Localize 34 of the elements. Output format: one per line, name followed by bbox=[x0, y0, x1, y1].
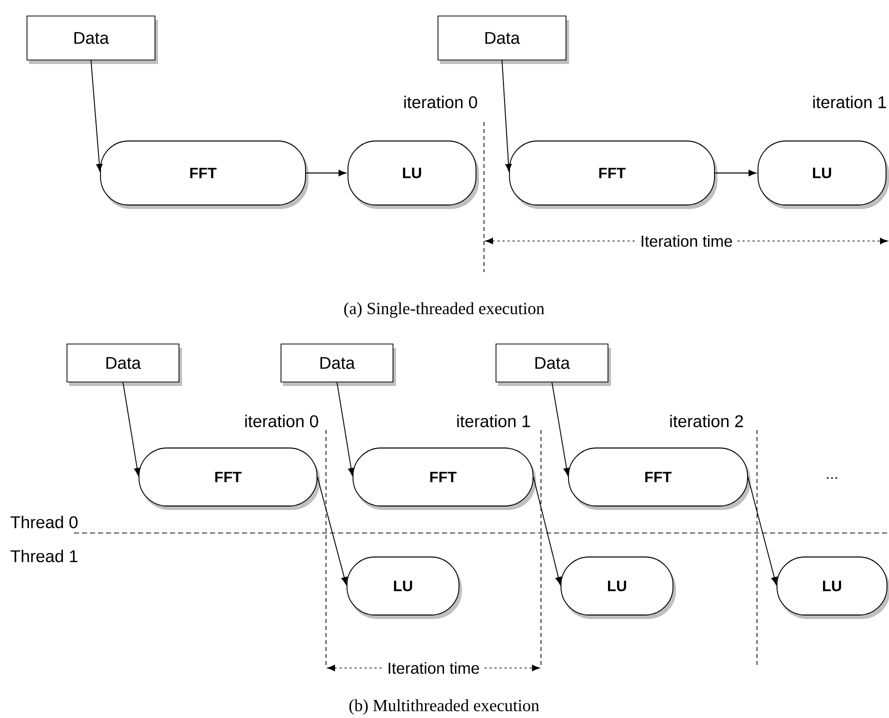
data-box: Data bbox=[66, 344, 182, 386]
dimension-label: Iteration time bbox=[384, 659, 483, 677]
data-box: Data bbox=[26, 16, 158, 64]
process-box: FFT bbox=[568, 448, 750, 510]
process-box: LU bbox=[346, 556, 462, 619]
arrow bbox=[306, 170, 346, 176]
arrow bbox=[533, 476, 562, 585]
data-box: Data bbox=[496, 344, 611, 386]
arrow bbox=[714, 170, 756, 176]
process-box: LU bbox=[758, 140, 889, 209]
caption: (a) Single-threaded execution bbox=[344, 302, 544, 318]
data-box: Data bbox=[280, 344, 396, 386]
arrow bbox=[336, 382, 354, 476]
ellipsis: ... bbox=[827, 477, 837, 479]
arrow bbox=[122, 382, 140, 476]
arrow bbox=[317, 476, 348, 585]
process-box: LU bbox=[348, 140, 479, 209]
process-box: LU bbox=[560, 556, 676, 619]
iteration-label: iteration 1 bbox=[457, 414, 530, 428]
caption: (b) Multithreaded execution bbox=[349, 699, 540, 715]
data-box: Data bbox=[438, 16, 569, 64]
dimension-label: Iteration time bbox=[637, 232, 736, 250]
process-box: LU bbox=[776, 556, 889, 619]
process-box: FFT bbox=[509, 140, 718, 209]
thread-label: Thread 1 bbox=[10, 550, 78, 562]
arrow bbox=[748, 476, 778, 585]
arrow bbox=[502, 60, 512, 172]
iteration-label: iteration 0 bbox=[245, 414, 318, 428]
process-box: FFT bbox=[138, 448, 320, 510]
process-box: FFT bbox=[100, 140, 308, 209]
arrow bbox=[552, 382, 570, 476]
arrow bbox=[90, 60, 102, 172]
process-box: FFT bbox=[352, 448, 536, 510]
iteration-label: iteration 0 bbox=[404, 96, 478, 108]
